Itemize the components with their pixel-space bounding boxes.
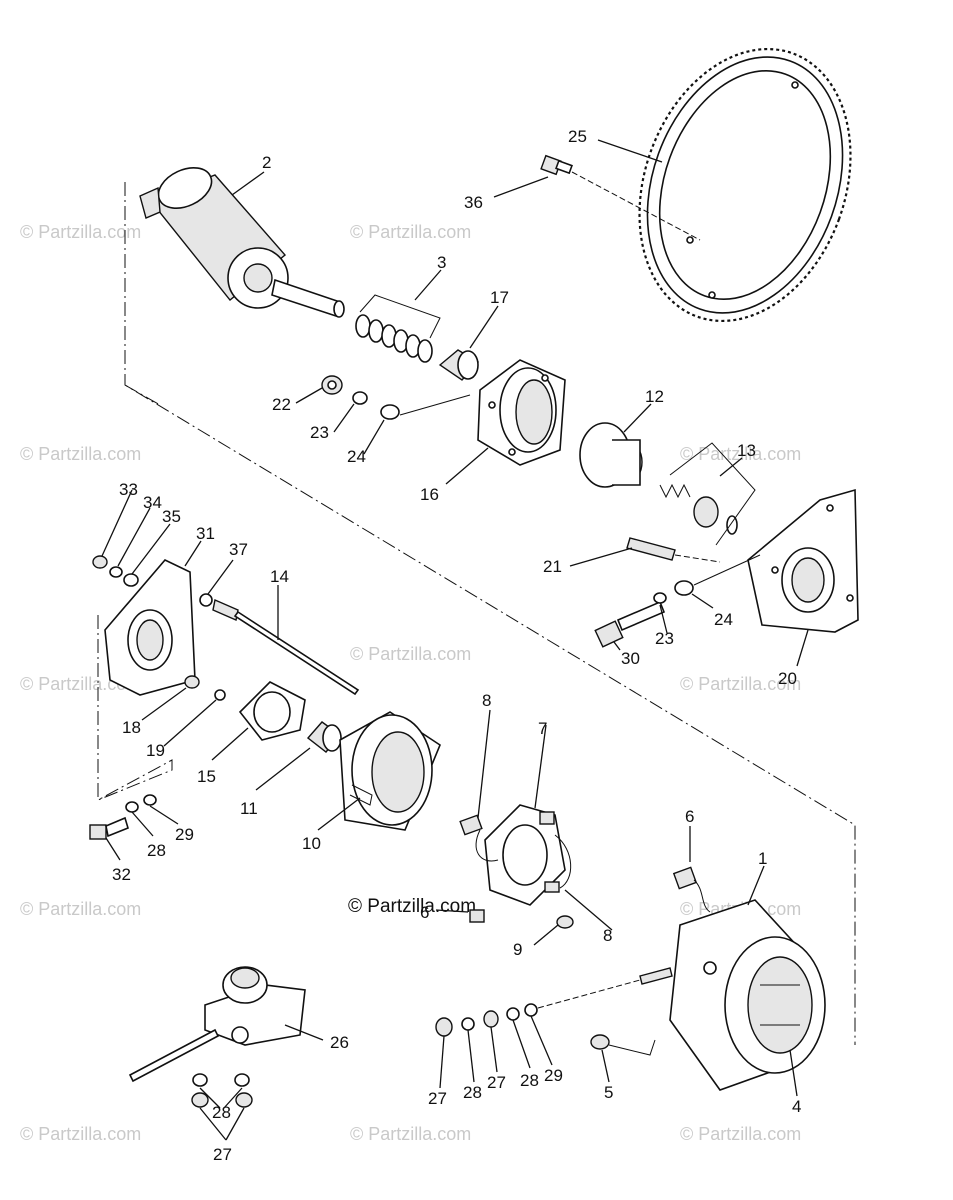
pinion-drive [579,422,643,488]
terminal-stud-nuts [435,967,673,1037]
callout-23: 23 [310,423,329,442]
callout-27: 27 [487,1073,506,1092]
watermark: © Partzilla.com [680,674,801,694]
screw-5 [590,1034,656,1056]
watermark: © Partzilla.com [20,1124,141,1144]
nut-washers-upper [321,375,471,420]
callout-7: 7 [538,719,547,738]
callout-6: 6 [420,903,429,922]
nut-washers-left [92,555,139,587]
solenoid [128,966,306,1108]
brush-plate [459,804,574,929]
callout-27: 27 [213,1145,232,1164]
bearing-retainer [238,681,306,741]
callout-31: 31 [196,524,215,543]
callout-13: 13 [737,441,756,460]
stud-21 [626,537,721,563]
callout-28: 28 [520,1071,539,1090]
callout-14: 14 [270,567,289,586]
callout-21: 21 [543,557,562,576]
ring-gear [638,47,852,323]
callout-29: 29 [175,825,194,844]
leader-lines [101,139,809,1141]
callout-11: 11 [240,799,258,818]
watermark: © Partzilla.com [350,1124,471,1144]
assembly-frame-lines [97,182,856,1045]
callout-labels: 2 3 17 25 36 22 23 24 16 12 13 21 24 23 … [112,127,801,1164]
watermark-center: © Partzilla.com [348,896,476,917]
callout-28: 28 [212,1103,231,1122]
callout-5: 5 [604,1083,613,1102]
callout-32: 32 [112,865,131,884]
end-bracket [104,559,196,696]
callout-17: 17 [490,288,509,307]
thru-bolt [199,593,360,696]
callout-19: 19 [146,741,165,760]
callout-27: 27 [428,1089,447,1108]
callout-16: 16 [420,485,439,504]
callout-9: 9 [513,940,522,959]
callout-24: 24 [347,447,366,466]
watermark: © Partzilla.com [20,444,141,464]
callout-37: 37 [229,540,248,559]
spring-collar [659,442,756,546]
watermark: © Partzilla.com [680,444,801,464]
callout-18: 18 [122,718,141,737]
bushing-17 [438,349,480,381]
bolt-washers-left [89,794,157,840]
watermark: © Partzilla.com [20,899,141,919]
callout-22: 22 [272,395,291,414]
callout-12: 12 [645,387,664,406]
watermark: © Partzilla.com [680,1124,801,1144]
callout-20: 20 [778,669,797,688]
callout-10: 10 [302,834,321,853]
callout-23: 23 [655,629,674,648]
callout-28: 28 [147,841,166,860]
watermark: © Partzilla.com [20,222,141,242]
bolt-washers-right [594,554,761,648]
callout-30: 30 [621,649,640,668]
end-cap [339,711,441,831]
callout-1: 1 [758,849,767,868]
screw-washer [184,675,226,701]
callout-33: 33 [119,480,138,499]
washer-stack [355,294,441,363]
drive-housing [477,359,566,466]
callout-26: 26 [330,1033,349,1052]
watermark-layer: © Partzilla.com © Partzilla.com © Partzi… [20,222,801,1144]
callout-6: 6 [685,807,694,826]
callout-24: 24 [714,610,733,629]
callout-3: 3 [437,253,446,272]
callout-34: 34 [143,493,162,512]
armature [139,167,345,318]
bolt-36 [540,154,701,241]
callout-28: 28 [463,1083,482,1102]
mounting-bracket [747,488,859,633]
callout-36: 36 [464,193,483,212]
callout-8: 8 [482,691,491,710]
watermark: © Partzilla.com [350,222,471,242]
callout-35: 35 [162,507,181,526]
terminal-6 [672,866,711,913]
callout-8: 8 [603,926,612,945]
callout-15: 15 [197,767,216,786]
callout-25: 25 [568,127,587,146]
bushing-11 [306,721,342,753]
field-housing [669,899,826,1091]
callout-29: 29 [544,1066,563,1085]
callout-2: 2 [262,153,271,172]
watermark: © Partzilla.com [350,644,471,664]
callout-4: 4 [792,1097,801,1116]
